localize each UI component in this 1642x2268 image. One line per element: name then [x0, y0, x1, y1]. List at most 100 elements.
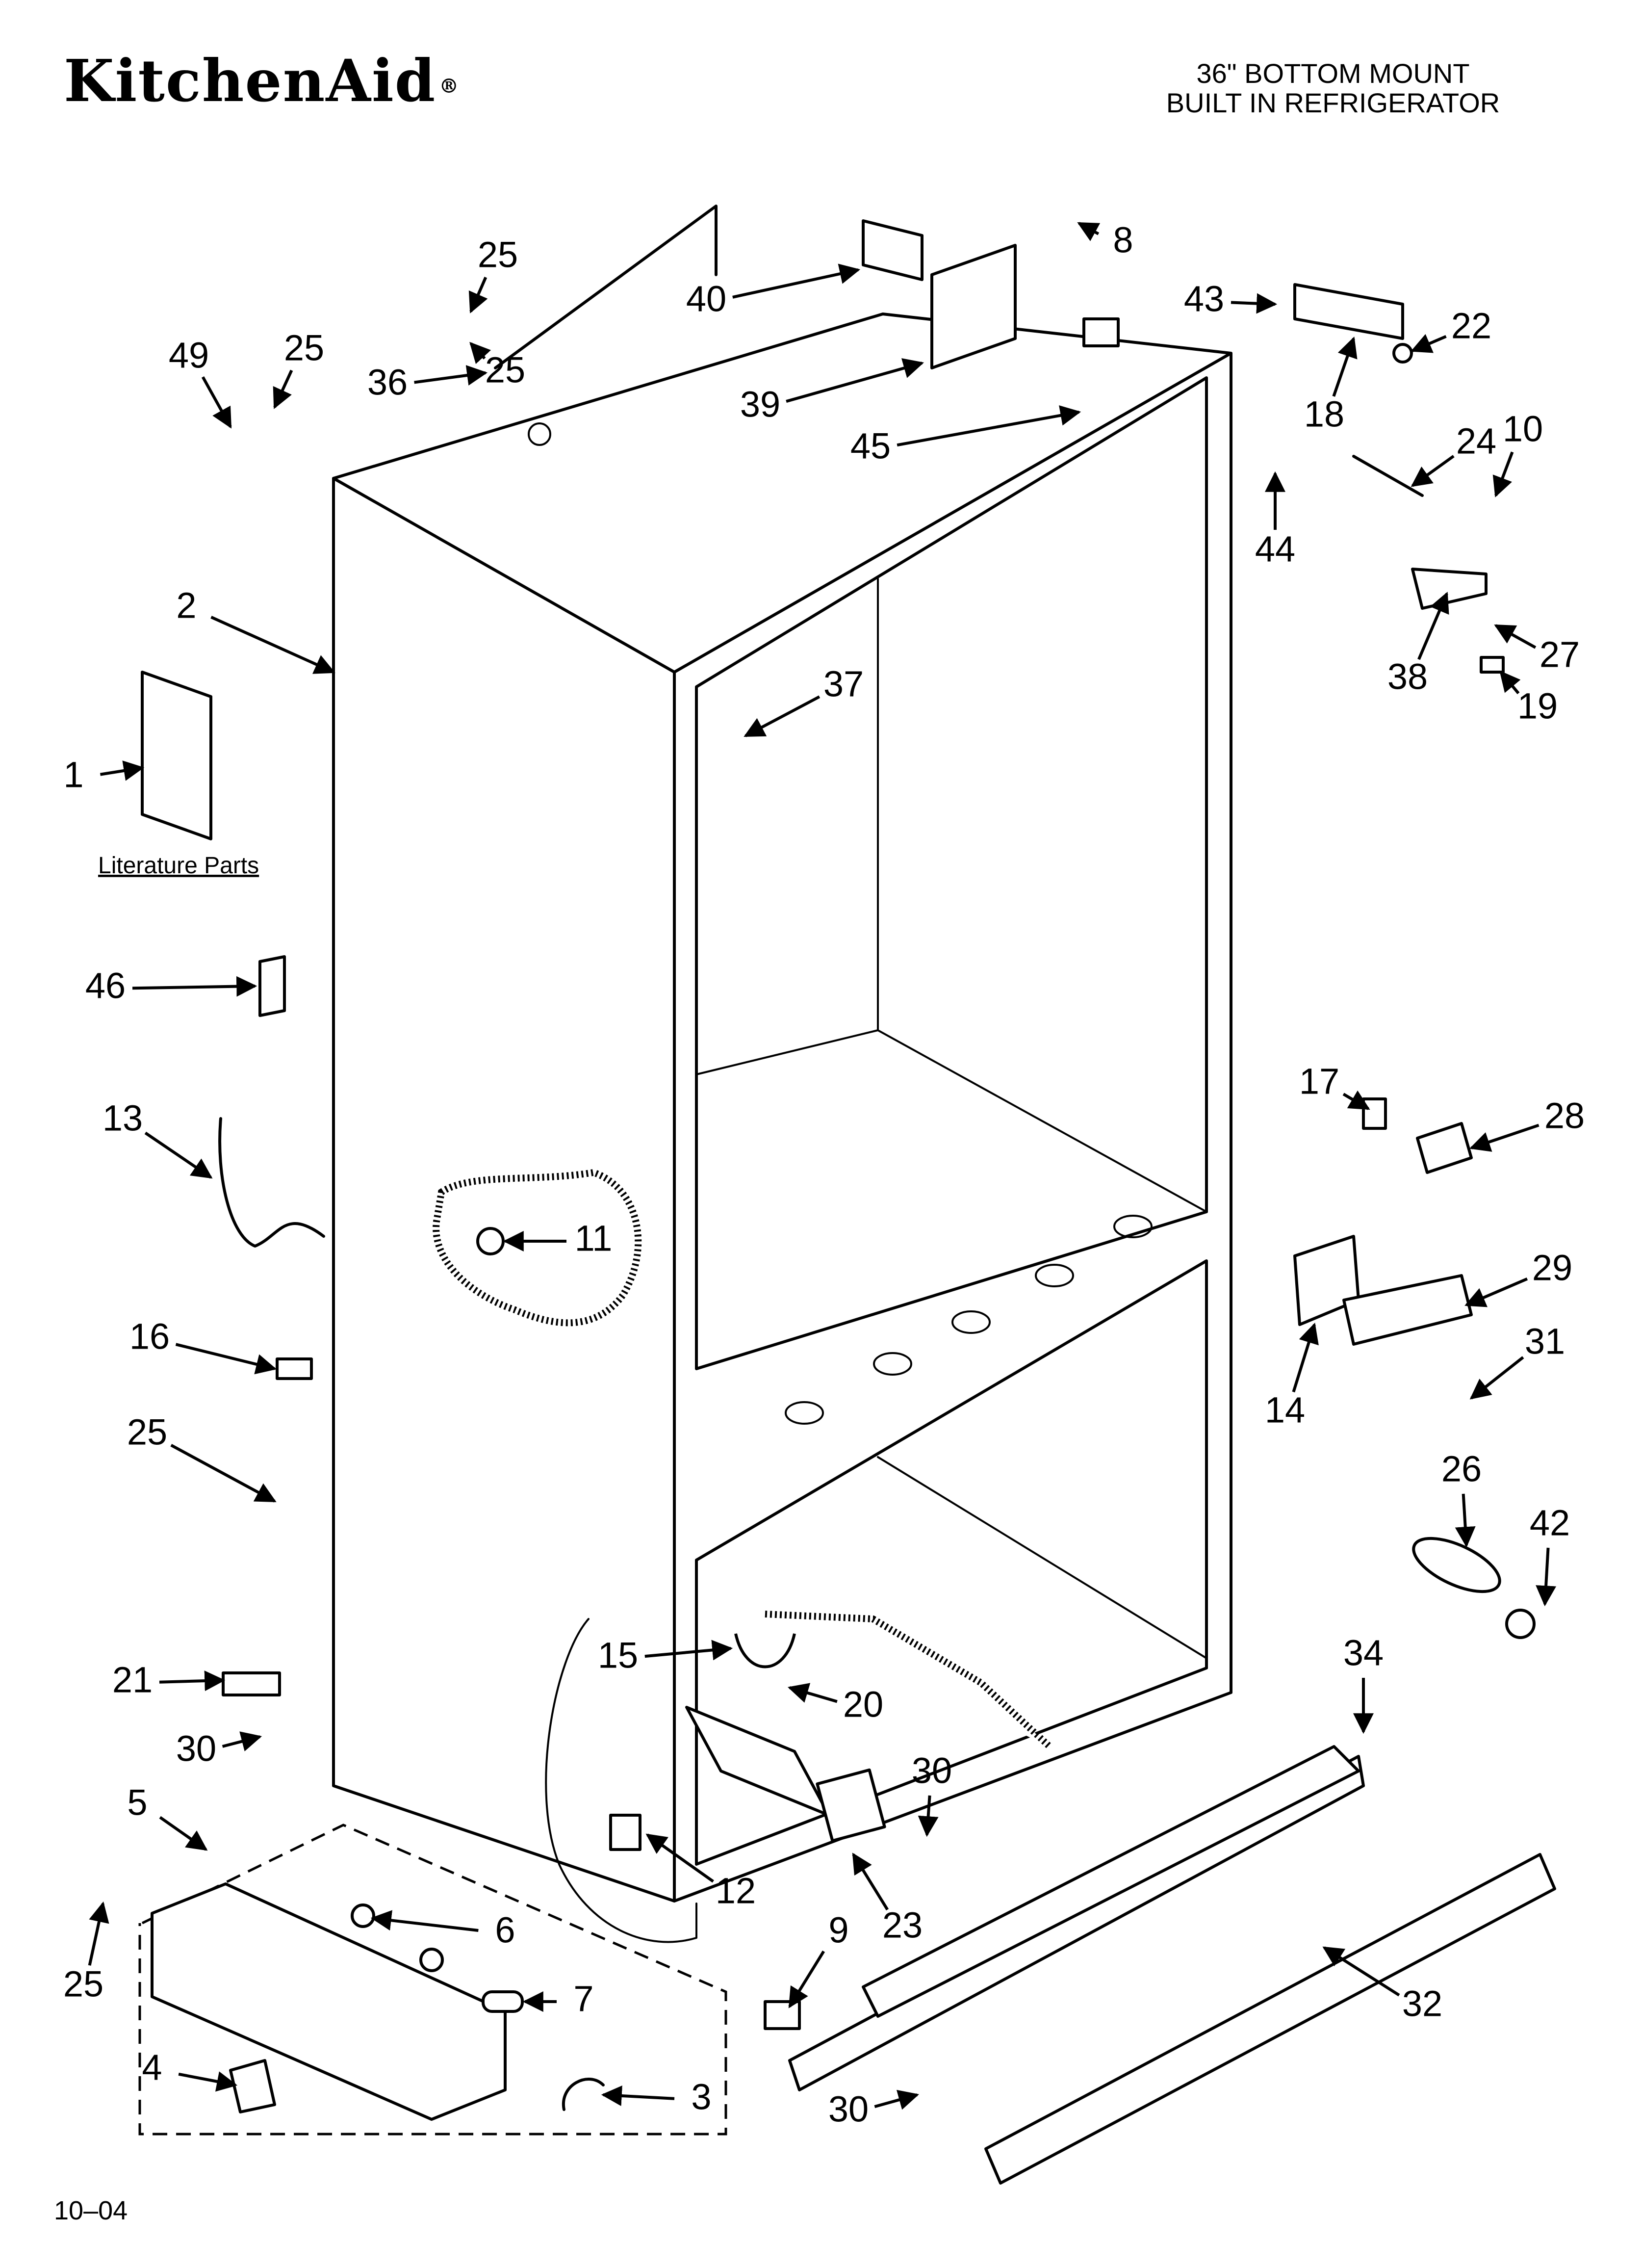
callout-20: 20	[843, 1684, 883, 1725]
part-19-washer	[1480, 656, 1505, 674]
mullion-hole	[785, 1401, 824, 1425]
diagram-heading: 36" BOTTOM MOUNT BUILT IN REFRIGERATOR	[1088, 59, 1578, 118]
heading-line-1: 36" BOTTOM MOUNT	[1196, 58, 1470, 89]
part-1-literature-pack	[141, 671, 212, 840]
heading-line-2: BUILT IN REFRIGERATOR	[1166, 87, 1500, 118]
callout-10: 10	[1503, 409, 1543, 449]
leader-arrow-15	[644, 1640, 733, 1661]
part-16-clamp	[276, 1357, 313, 1380]
leader-arrow-13	[144, 1131, 213, 1179]
callout-36: 36	[367, 362, 408, 403]
leader-arrow-5	[159, 1816, 208, 1851]
callout-32: 32	[1402, 1983, 1442, 2024]
brand-logo-text: KitchenAid	[64, 47, 436, 115]
leader-arrow-36	[414, 365, 488, 386]
leader-arrow-30	[222, 1731, 262, 1751]
part-12-clip	[609, 1814, 641, 1851]
callout-34: 34	[1343, 1633, 1384, 1673]
literature-parts-label: Literature Parts	[98, 853, 259, 879]
cabinet-shell	[332, 205, 1232, 1903]
callout-layer: 1234567891011121314151617181920212223242…	[63, 220, 1585, 2130]
callout-24: 24	[1456, 421, 1496, 462]
part-7-grommet	[482, 1990, 524, 2013]
leader-arrow-49	[201, 376, 232, 429]
callout-44: 44	[1255, 529, 1295, 570]
callout-46: 46	[85, 965, 126, 1006]
leader-arrow-4	[178, 2071, 238, 2092]
part-4-clip	[229, 2059, 276, 2113]
part-9-clip	[764, 2000, 801, 2030]
part-40-junction-box	[862, 219, 924, 281]
part-6-roller	[351, 1903, 375, 1928]
leader-arrow-17	[1342, 1090, 1370, 1110]
leader-arrow-10	[1492, 451, 1514, 497]
callout-30: 30	[176, 1728, 216, 1769]
lower-foam-edge	[765, 1611, 1052, 1749]
freezer-back-edge	[877, 1456, 1207, 1659]
revision-code: 10–04	[54, 2196, 128, 2225]
callout-6: 6	[495, 1910, 515, 1951]
mullion-hole	[1035, 1264, 1074, 1287]
leader-arrow-21	[159, 1670, 226, 1692]
callout-26: 26	[1441, 1449, 1482, 1489]
callout-28: 28	[1544, 1095, 1585, 1136]
part-13-tube	[218, 1117, 325, 1248]
callout-21: 21	[112, 1660, 153, 1700]
part-15-clip	[734, 1633, 796, 1668]
leader-arrow-9	[788, 1950, 825, 2008]
mullion-hole	[873, 1352, 912, 1376]
freezer-opening	[695, 1259, 1208, 1866]
callout-22: 22	[1451, 306, 1491, 346]
leader-arrow-24	[1411, 455, 1455, 487]
callout-25: 25	[485, 350, 525, 391]
part-17-pin	[1362, 1097, 1387, 1130]
callout-8: 8	[1113, 220, 1133, 261]
callout-5: 5	[127, 1782, 147, 1823]
callout-40: 40	[686, 279, 726, 319]
leader-arrow-43	[1231, 293, 1278, 314]
mullion-hole	[1113, 1215, 1153, 1238]
lower-cutaway-outline	[545, 1618, 697, 1943]
leader-arrow-3	[601, 2086, 675, 2106]
leader-arrow-18	[1332, 337, 1358, 397]
callout-49: 49	[169, 335, 209, 376]
part-24-spring	[1352, 455, 1424, 497]
callout-17: 17	[1299, 1061, 1339, 1102]
leader-arrow-16	[175, 1343, 277, 1375]
leader-arrow-25	[273, 369, 293, 409]
part-5-base-rail	[151, 1882, 507, 2121]
part-6-roller	[419, 1948, 444, 1972]
part-34-vent-panel	[862, 1745, 1360, 2018]
callout-25: 25	[284, 328, 324, 368]
callout-4: 4	[142, 2047, 162, 2088]
part-11-plug	[476, 1227, 505, 1255]
callout-23: 23	[882, 1905, 923, 1946]
callout-30: 30	[828, 2089, 869, 2130]
callout-27: 27	[1539, 634, 1580, 675]
callout-25: 25	[478, 235, 518, 275]
leader-arrow-31	[1469, 1356, 1524, 1400]
part-23-flange	[816, 1768, 886, 1843]
leader-arrow-32	[1322, 1946, 1400, 1997]
callout-13: 13	[103, 1098, 143, 1139]
leader-arrow-19	[1499, 670, 1521, 695]
callout-18: 18	[1304, 394, 1344, 435]
callout-38: 38	[1387, 656, 1428, 697]
base-dashed-boundary	[138, 1824, 727, 2136]
part-38-bracket	[1411, 568, 1488, 610]
leader-arrow-25	[468, 277, 488, 313]
callout-30: 30	[912, 1750, 952, 1791]
part-3-tube	[562, 2078, 605, 2111]
leader-arrow-25	[469, 341, 491, 365]
callout-19: 19	[1517, 686, 1558, 727]
leader-arrow-45	[897, 405, 1081, 447]
leader-arrow-39	[786, 358, 924, 403]
leader-arrow-26	[1455, 1493, 1476, 1548]
leader-arrow-6	[370, 1910, 479, 1932]
callout-7: 7	[573, 1979, 593, 2019]
callout-43: 43	[1184, 279, 1224, 319]
callout-12: 12	[716, 1871, 756, 1911]
callout-9: 9	[828, 1910, 848, 1951]
